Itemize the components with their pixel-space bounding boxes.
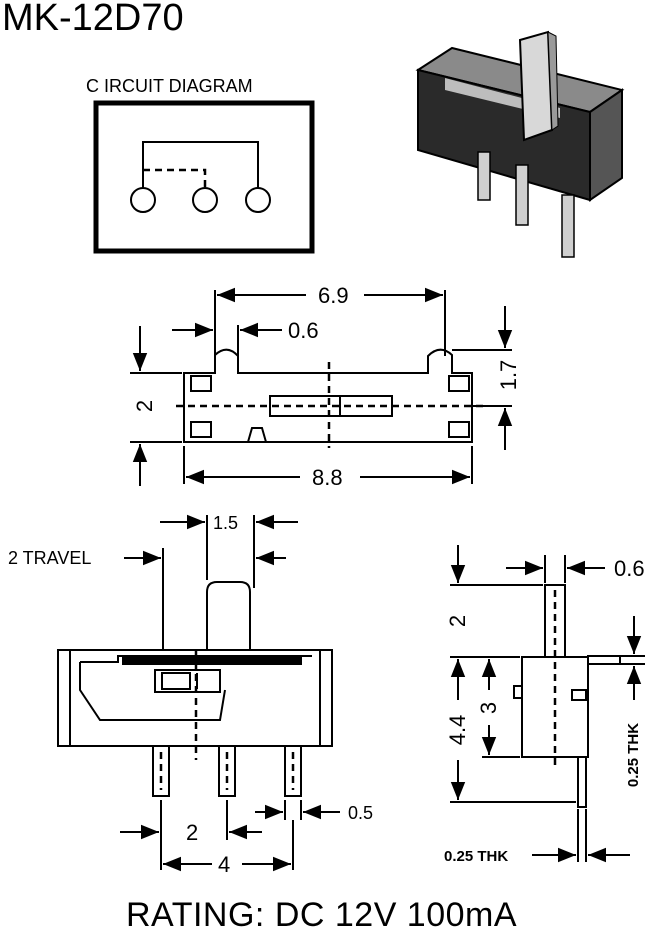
- dim-height-left: 2: [132, 400, 157, 412]
- switched-contact-line: [143, 168, 207, 188]
- side-view-body: [521, 656, 589, 758]
- front-view-actuator: [206, 581, 251, 650]
- travel-label: 2 TRAVEL: [8, 548, 91, 568]
- terminal-1-icon: [130, 187, 156, 213]
- dim-slot-width: 0.6: [288, 318, 319, 343]
- front-view-pin-2: [218, 745, 236, 797]
- side-view-pin: [577, 756, 587, 808]
- top-view-drawing: 6.9 0.6 1.7 2 8.8: [130, 283, 521, 490]
- rating-label: RATING: DC 12V 100mA: [126, 896, 517, 933]
- dim-overall-bottom: 8.8: [312, 465, 343, 490]
- front-view-drawing: 1.5 2 TRAVEL 0.5 2 4: [8, 513, 373, 877]
- part-number-title: MK-12D70: [2, 0, 184, 39]
- dim-actuator-height: 2: [445, 615, 470, 627]
- side-view-tab: [587, 655, 621, 665]
- front-view-pin-3: [284, 745, 302, 797]
- dim-body-inner: 3: [476, 702, 501, 714]
- dim-actuator-thickness: 0.6: [614, 556, 645, 581]
- dim-pin-width: 0.5: [348, 803, 373, 823]
- circuit-frame: [93, 100, 315, 254]
- dim-pin-pitch: 2: [186, 820, 198, 845]
- side-view-drawing: 0.6 2 4.4 3 0.25 THK 0.25 THK: [444, 545, 645, 865]
- dim-height-right: 1.7: [496, 360, 521, 391]
- dim-body-height: 4.4: [445, 715, 470, 746]
- dim-tab-thickness: 0.25 THK: [625, 723, 642, 787]
- terminal-3-icon: [245, 187, 271, 213]
- top-view-body: [183, 348, 473, 443]
- front-view-pin-1: [152, 745, 170, 797]
- common-contact-line: [142, 141, 259, 188]
- dim-overall-top: 6.9: [318, 283, 349, 308]
- terminal-2-icon: [192, 187, 218, 213]
- dim-pin-thickness: 0.25 THK: [444, 848, 508, 865]
- dim-actuator-width: 1.5: [213, 513, 238, 533]
- circuit-diagram-label: C IRCUIT DIAGRAM: [86, 76, 253, 96]
- dim-pin-span: 4: [218, 852, 230, 877]
- switch-product-illustration: [415, 30, 625, 258]
- circuit-diagram: C IRCUIT DIAGRAM: [86, 76, 315, 254]
